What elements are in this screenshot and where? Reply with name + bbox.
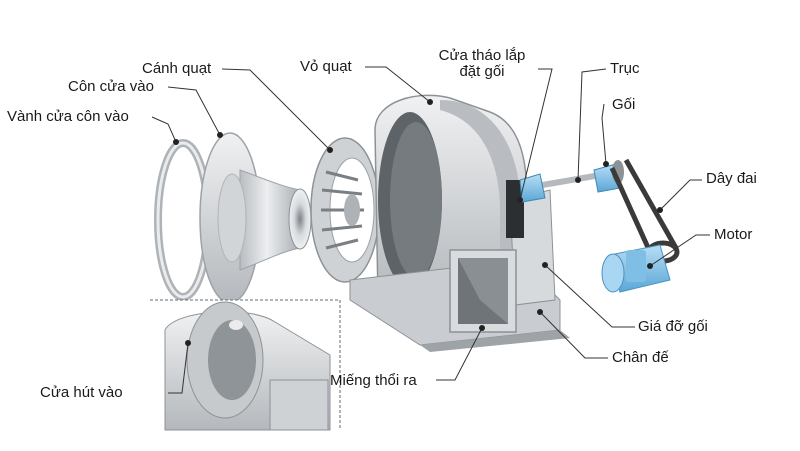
label-cua-hut-vao: Cửa hút vào: [40, 384, 123, 401]
leader-con-cua-vao: [167, 86, 221, 136]
leader-canh-quat: [221, 68, 331, 151]
inlet-cone-part: [199, 132, 312, 304]
label-cua-thao-lap-line2: đặt gối: [459, 63, 505, 80]
label-vo-quat: Vỏ quạt: [300, 58, 352, 75]
motor-part: [601, 244, 671, 293]
fan-housing-part: [349, 94, 570, 352]
leader-gia-do-goi: [544, 264, 635, 328]
label-motor: Motor: [714, 226, 753, 243]
leader-dots: [173, 99, 663, 346]
label-chan-de: Chân đế: [612, 349, 669, 366]
leader-day-dai: [659, 179, 702, 211]
label-truc: Trục: [610, 60, 640, 77]
label-day-dai: Dây đai: [706, 170, 757, 187]
leader-cua-thao-lap: [519, 68, 553, 201]
leader-vo-quat: [365, 66, 431, 103]
label-mieng-thoi-ra: Miếng thổi ra: [330, 372, 417, 389]
inlet-inset-part: [150, 299, 341, 431]
leader-chan-de: [539, 311, 608, 359]
leader-lines: [151, 66, 710, 394]
leader-truc: [577, 68, 607, 181]
leader-mieng-thoi-ra: [436, 327, 483, 381]
leader-goi: [601, 103, 607, 165]
label-goi: Gối: [612, 96, 636, 113]
leader-cua-hut-vao: [168, 342, 189, 394]
label-canh-quat: Cánh quạt: [142, 60, 212, 77]
impeller-part: [310, 137, 380, 283]
shaft-and-bearings-part: [519, 160, 624, 203]
label-con-cua-vao: Côn cửa vào: [68, 78, 154, 95]
label-gia-do-goi: Giá đỡ gối: [638, 318, 708, 335]
label-cua-thao-lap-line1: Cửa tháo lắp: [438, 47, 526, 64]
leader-vanh-cua-con-vao: [151, 116, 177, 143]
leader-motor: [649, 234, 710, 267]
label-vanh-cua-con-vao: Vành cửa côn vào: [7, 108, 129, 125]
